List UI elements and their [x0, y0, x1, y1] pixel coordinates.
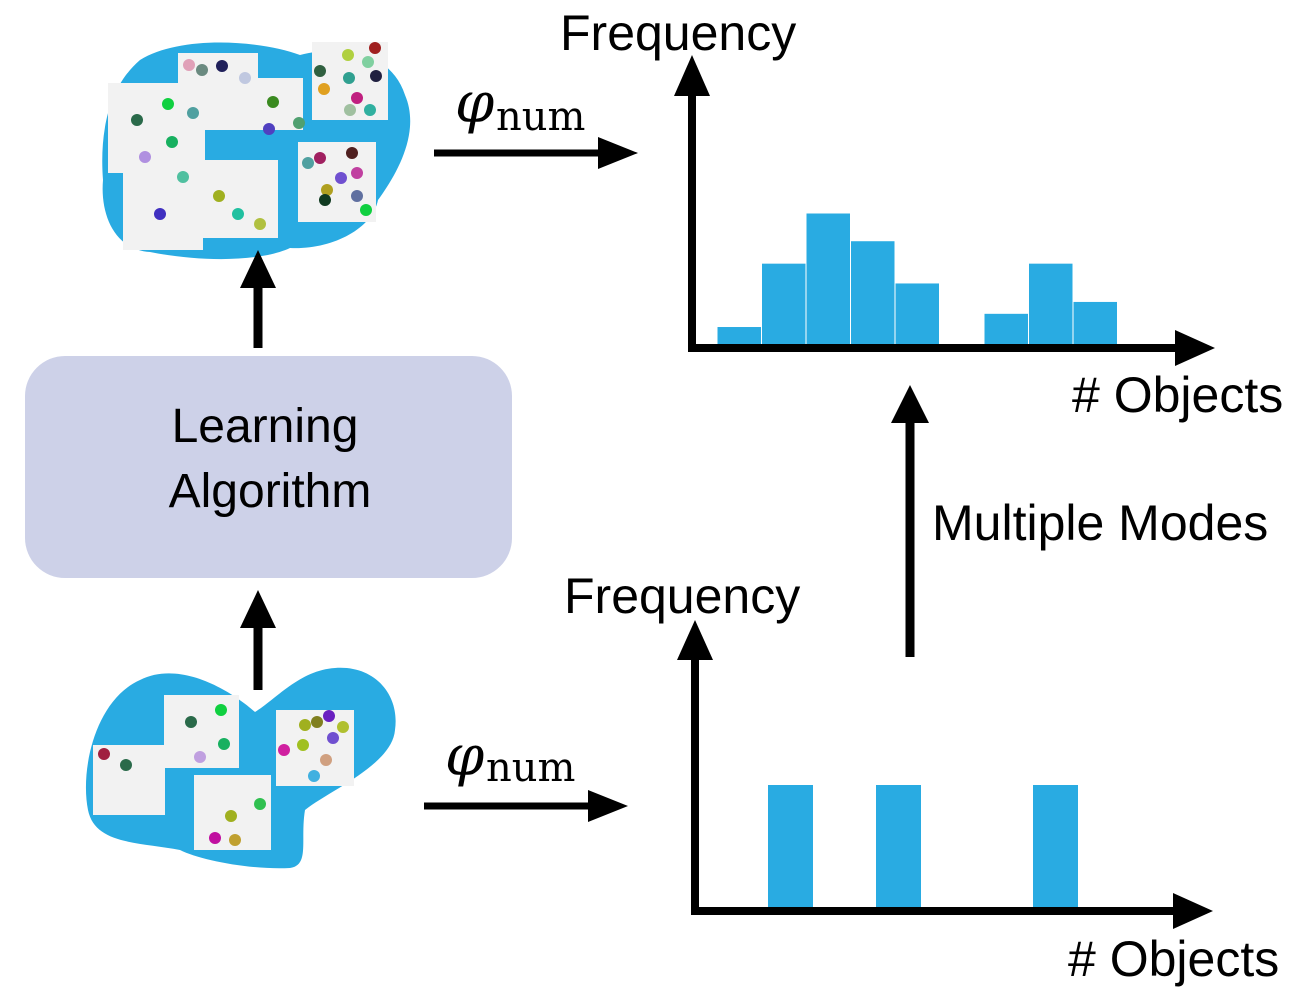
bottom-histogram-bar-1	[768, 785, 813, 907]
bottom-y-arrowhead	[677, 620, 713, 660]
phi-top-subscript: num	[496, 94, 585, 140]
top-histogram-bar-5	[894, 282, 940, 346]
bottom-histogram: Frequency # Objects	[564, 568, 1279, 987]
phi-bottom-symbol: φ	[445, 724, 484, 789]
top-histogram: Frequency # Objects	[560, 5, 1283, 423]
top-x-arrowhead	[1175, 330, 1215, 366]
multiple-modes-label: Multiple Modes	[932, 495, 1268, 551]
top-histogram-bar-8	[1028, 262, 1074, 346]
top-histogram-ylabel: Frequency	[560, 5, 796, 61]
bottom-histogram-xlabel: # Objects	[1068, 931, 1279, 987]
top-histogram-bar-2	[761, 262, 807, 346]
learning-box-shape	[25, 356, 512, 578]
top-histogram-bar-9	[1072, 300, 1118, 346]
top-histogram-xlabel: # Objects	[1072, 367, 1283, 423]
top-histogram-bar-7	[983, 312, 1029, 346]
phi-top-symbol: φ	[455, 71, 494, 136]
phi-arrow-top: φ num	[434, 71, 638, 169]
top-tile-4	[188, 78, 303, 130]
multiple-modes-arrow: Multiple Modes	[891, 385, 1268, 657]
top-tile-7	[200, 160, 278, 238]
arrow-learning-to-top	[240, 250, 276, 348]
learning-box-line2: Algorithm	[169, 465, 372, 518]
learning-algorithm-box: Learning Algorithm	[25, 356, 512, 578]
top-dots	[131, 42, 382, 230]
bottom-x-arrowhead	[1173, 893, 1213, 929]
arrow-bottom-to-learning	[240, 590, 276, 690]
bottom-histogram-bars	[768, 785, 1078, 907]
bottom-dots	[98, 704, 349, 846]
top-y-arrowhead	[674, 55, 710, 96]
bottom-histogram-bar-3	[876, 785, 921, 907]
bottom-histogram-bar-6	[1033, 785, 1078, 907]
bottom-image-blob	[85, 667, 396, 869]
top-image-blob	[102, 42, 411, 260]
learning-box-line1: Learning	[172, 400, 359, 453]
top-histogram-bars	[716, 212, 1118, 346]
bottom-histogram-ylabel: Frequency	[564, 568, 800, 624]
top-histogram-bar-1	[716, 326, 762, 346]
top-tile-8	[185, 130, 205, 170]
phi-bottom-subscript: num	[486, 745, 575, 791]
top-histogram-bar-3	[805, 212, 851, 346]
top-histogram-bar-4	[850, 240, 896, 346]
phi-arrow-bottom: φ num	[424, 724, 628, 822]
